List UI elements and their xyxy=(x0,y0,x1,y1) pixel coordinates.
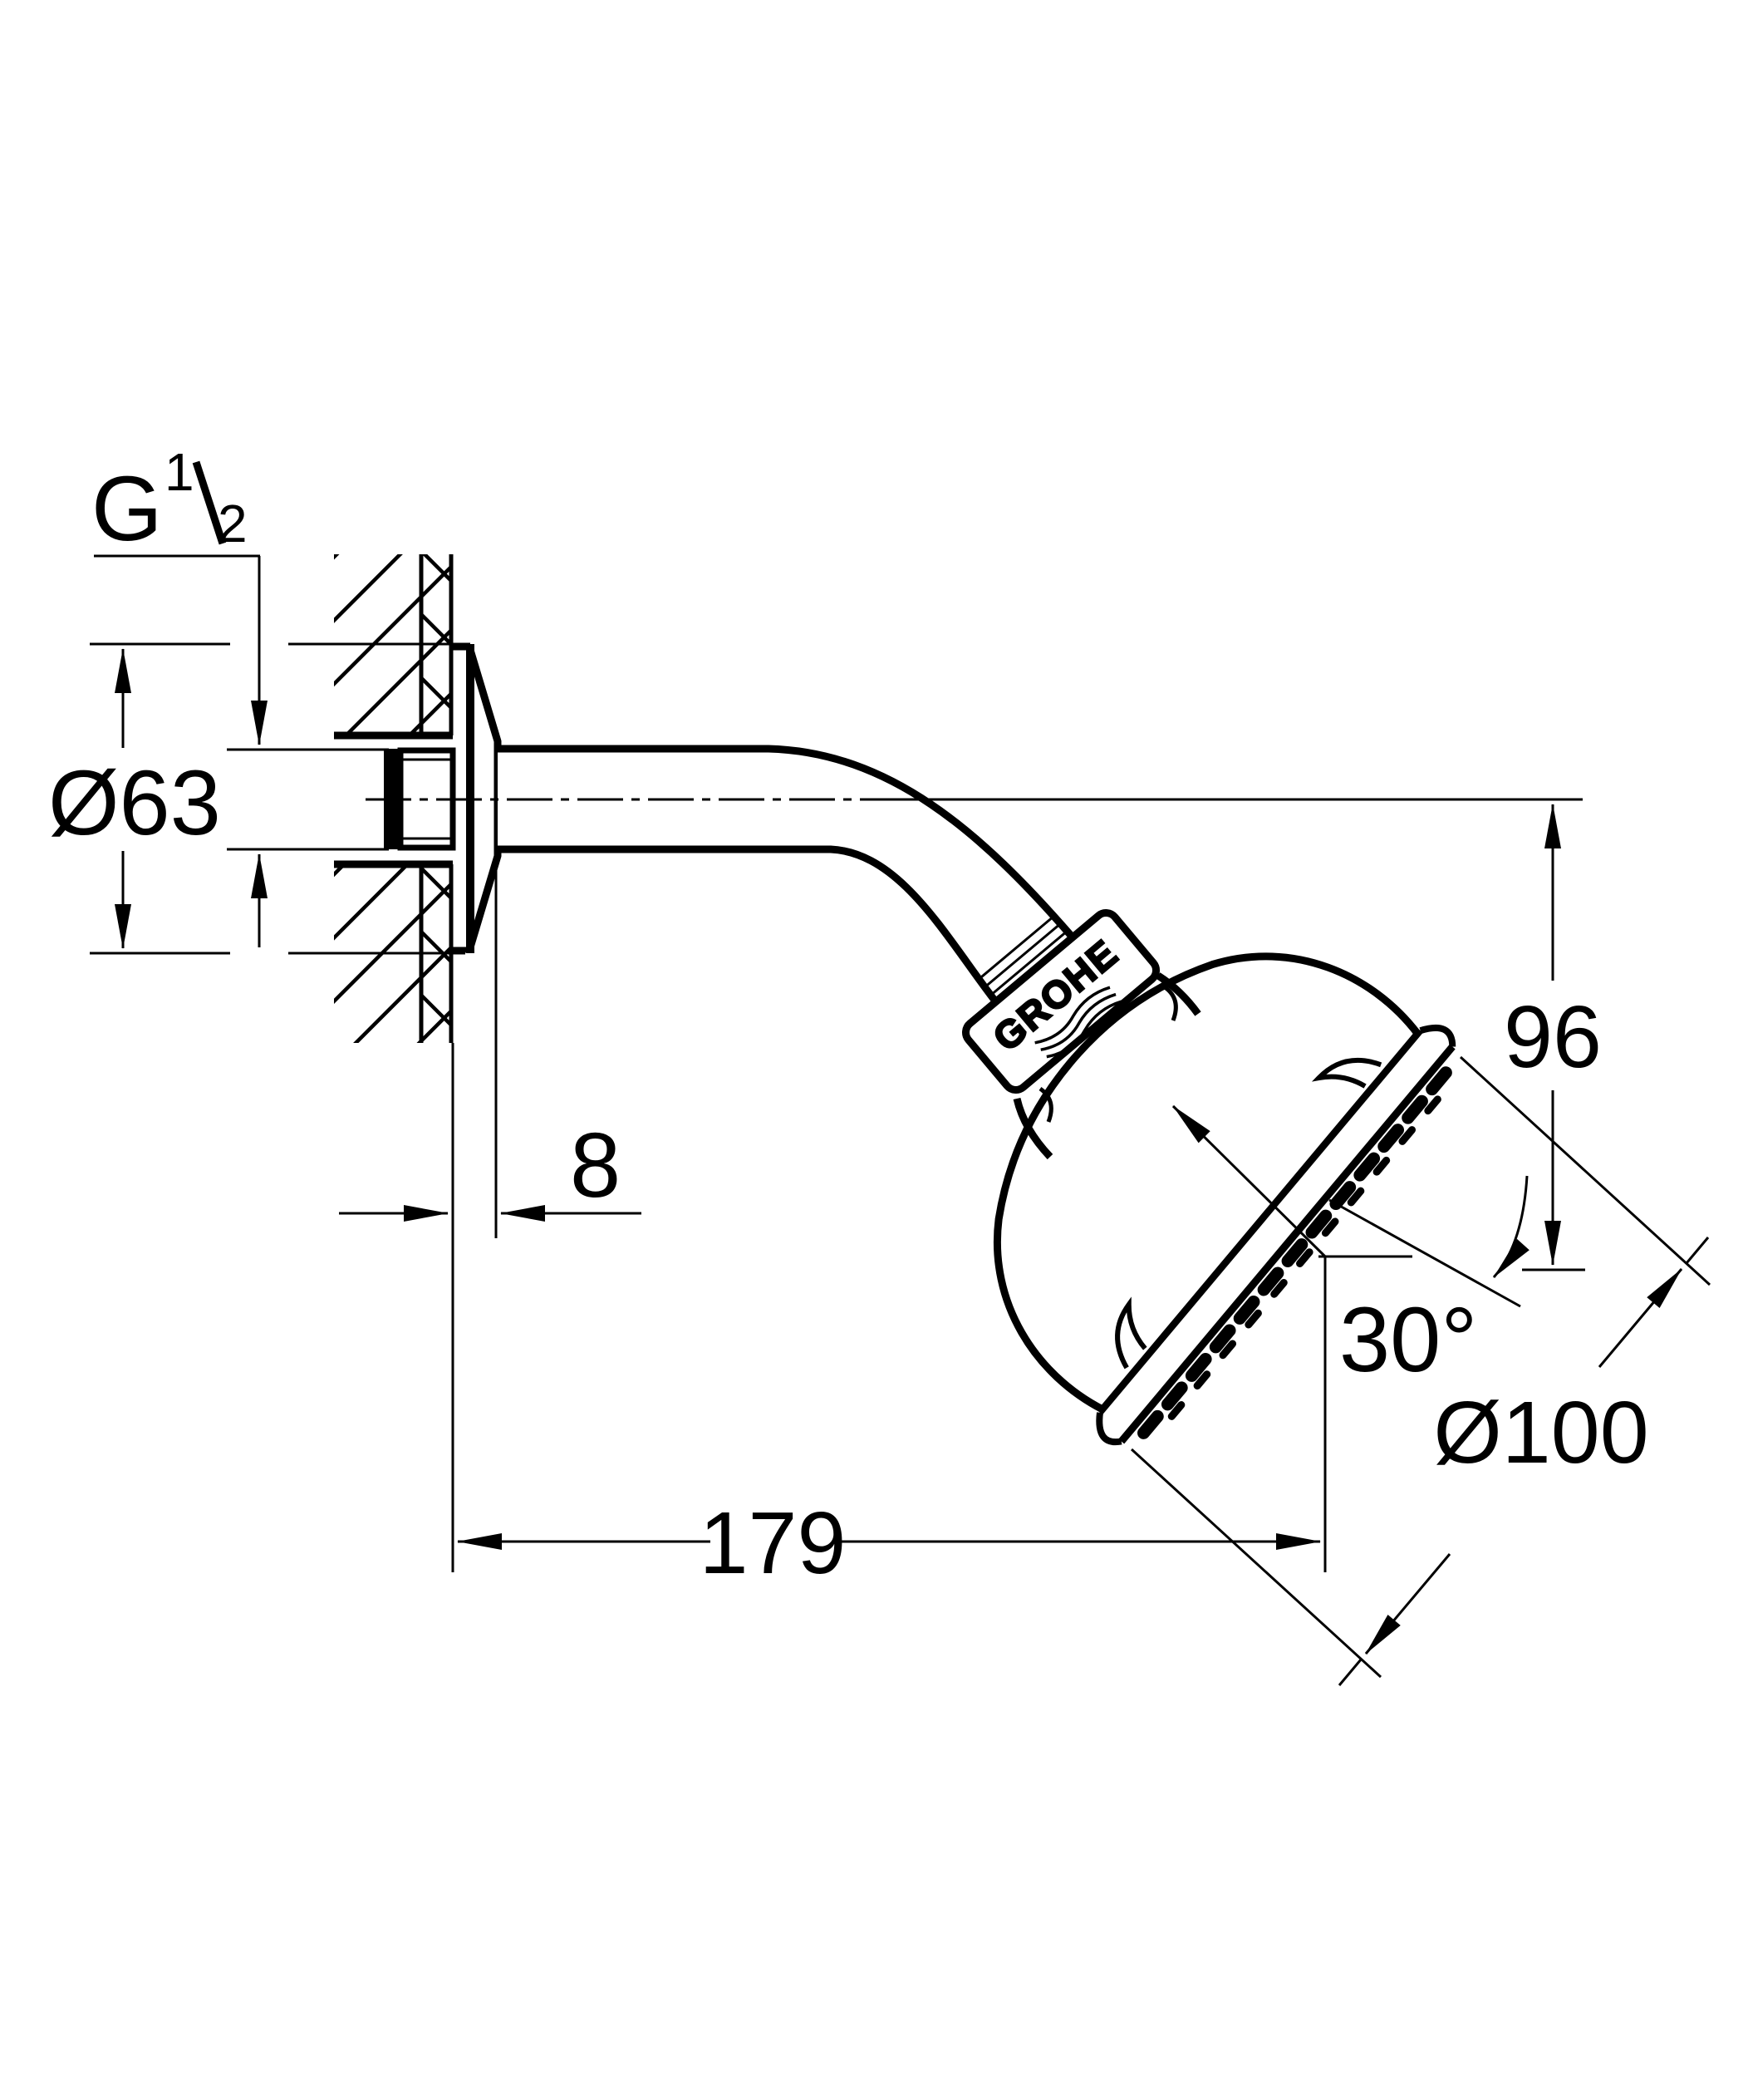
arm-fill xyxy=(498,749,1073,1002)
thread-numerator: 1 xyxy=(164,442,194,502)
logo-wave-2 xyxy=(1040,992,1117,1051)
dim-arm-projection: 179 xyxy=(457,1494,1321,1592)
tail-upper xyxy=(1685,1237,1710,1264)
spray-direction-line xyxy=(1328,1198,1521,1308)
wall-offset-label: 8 xyxy=(570,1114,621,1217)
dim-spray-angle: 30° xyxy=(1171,1104,1530,1572)
face-plate-outer-edge xyxy=(1118,1044,1456,1444)
swivel-ring-3 xyxy=(977,915,1055,981)
dim-thread: G 1 2 xyxy=(91,442,268,947)
arm-projection-label: 179 xyxy=(700,1494,847,1592)
dim-head-diameter: Ø100 xyxy=(1130,1055,1711,1686)
thread-connector xyxy=(227,747,456,851)
spray-angle-label: 30° xyxy=(1339,1289,1477,1391)
dim-flange-diameter: Ø63 xyxy=(48,642,470,955)
face-plate-inner-edge xyxy=(1097,1028,1423,1415)
logo-wave-3 xyxy=(1046,1000,1122,1059)
thread-denominator: 2 xyxy=(218,494,248,553)
tail-lower xyxy=(1338,1659,1363,1686)
arm-inner-edge xyxy=(498,845,999,1005)
dim-wall-offset: 8 xyxy=(339,868,641,1572)
swivel-ring-2 xyxy=(984,923,1061,988)
waist-left xyxy=(1013,1097,1053,1160)
ext-line-upper xyxy=(1459,1055,1711,1286)
shower-arm xyxy=(498,745,1076,1005)
thread-prefix: G xyxy=(91,458,163,560)
shower-head xyxy=(993,952,1456,1446)
dim-head-drop: 96 xyxy=(881,798,1602,1271)
logo-wave-1 xyxy=(1034,986,1111,1045)
flange-diameter-label: Ø63 xyxy=(48,752,221,854)
collar-body xyxy=(961,909,1161,1094)
nozzle-row-2 xyxy=(1167,1094,1443,1420)
waist-notch-right xyxy=(1163,985,1178,1021)
head-diameter-label: Ø100 xyxy=(1433,1384,1648,1482)
waist-notch-left xyxy=(1038,1086,1053,1123)
ext-line-lower xyxy=(1130,1448,1382,1679)
arrow-upper xyxy=(1598,1268,1683,1368)
face-plate-cap-right xyxy=(1419,1024,1456,1047)
face-plate-cap-left xyxy=(1096,1412,1122,1446)
swivel-ring-1 xyxy=(992,932,1066,995)
axis-leader xyxy=(1171,1104,1327,1258)
arrow-lower xyxy=(1364,1553,1451,1655)
face-plate-fill xyxy=(1097,1027,1451,1439)
head-drop-label: 96 xyxy=(1504,988,1602,1086)
ear-left xyxy=(1115,1296,1147,1370)
ear-right xyxy=(1311,1057,1382,1089)
fraction-slash xyxy=(192,460,227,545)
ball-joint xyxy=(1013,972,1201,1160)
angle-arc xyxy=(1492,1175,1530,1279)
nozzle-row xyxy=(1137,1064,1455,1439)
waist-right xyxy=(1156,972,1201,1016)
head-body xyxy=(993,952,1423,1414)
